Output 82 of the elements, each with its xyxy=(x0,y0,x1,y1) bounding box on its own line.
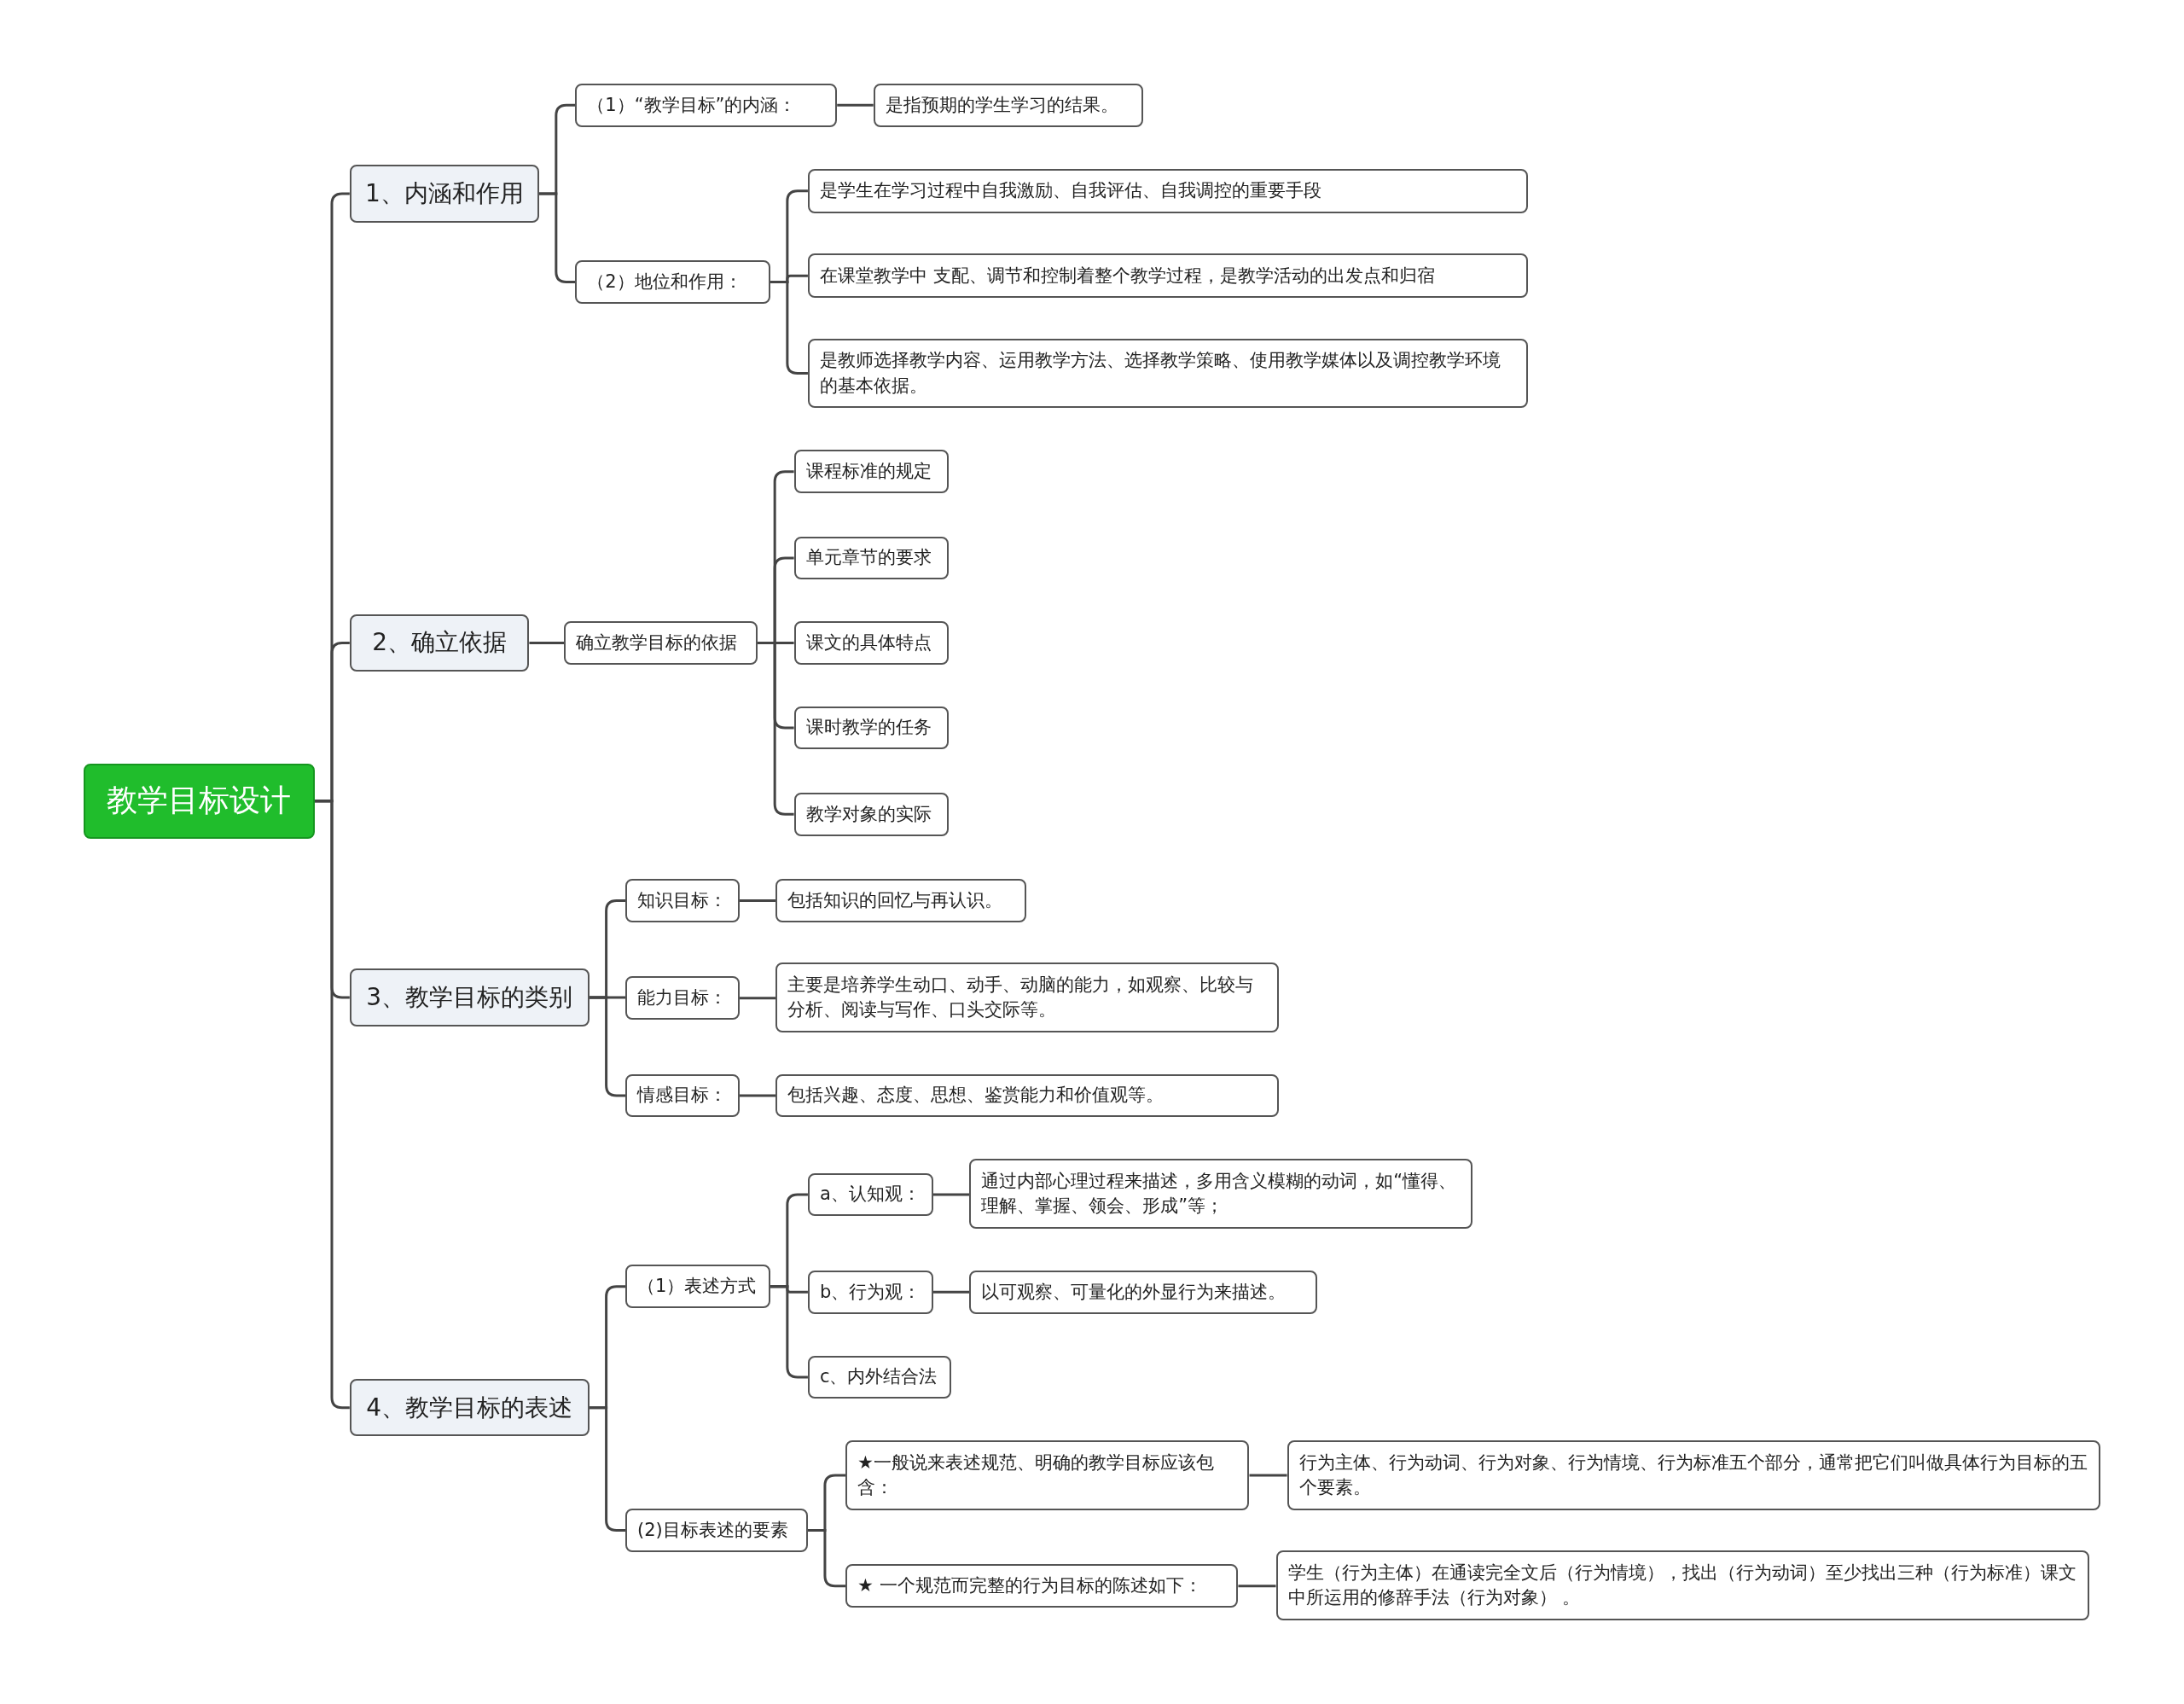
main-topic xyxy=(349,1379,590,1437)
subtopic-text: ★ 一个规范而完整的行为目标的陈述如下： xyxy=(857,1574,1202,1598)
subtopic-box xyxy=(807,1172,933,1217)
subtopic-box xyxy=(845,1564,1239,1608)
subtopic-text: 情感目标： xyxy=(637,1084,728,1108)
subtopic-text: (2)目标表述的要素 xyxy=(637,1518,788,1542)
connector-line xyxy=(932,1290,970,1294)
subtopic-box xyxy=(625,1265,770,1309)
connector-line xyxy=(932,1193,970,1196)
main-topic-text: 3、教学目标的类别 xyxy=(366,981,573,1013)
subtopic-box xyxy=(575,260,770,304)
main-topic-text: 2、确立依据 xyxy=(372,627,507,659)
connector-line xyxy=(770,1285,808,1379)
subtopic-box xyxy=(625,879,740,922)
subtopic-box xyxy=(625,1073,740,1118)
subtopic-text: 教学对象的实际 xyxy=(805,802,932,826)
connector-line xyxy=(739,899,776,902)
subtopic-box xyxy=(793,536,949,580)
subtopic-text: 通过内部心理过程来描述，多用含义模糊的动词，如“懂得、理解、掌握、领会、形成”等； xyxy=(981,1169,1458,1218)
connector-line xyxy=(758,641,794,816)
subtopic-box xyxy=(625,976,740,1021)
subtopic-box xyxy=(845,1440,1250,1510)
connector-line xyxy=(1238,1585,1276,1588)
subtopic-box xyxy=(793,706,949,750)
subtopic-text: b、行为观： xyxy=(819,1280,921,1304)
subtopic-text: ★一般说来表述规范、明确的教学目标应该包含： xyxy=(857,1451,1215,1499)
subtopic-box xyxy=(775,1073,1279,1118)
subtopic-box xyxy=(564,621,758,665)
main-topic xyxy=(349,614,530,672)
subtopic-text: 包括知识的回忆与再认识。 xyxy=(787,888,1003,912)
subtopic-box xyxy=(807,1355,952,1399)
subtopic-text: 是教师选择教学内容、运用教学方法、选择教学策略、使用教学媒体以及调控教学环境的基本依据。 xyxy=(819,349,1502,398)
subtopic-box xyxy=(807,168,1528,213)
subtopic-text: c、内外结合法 xyxy=(819,1365,938,1389)
subtopic-box xyxy=(807,253,1528,299)
subtopic-text: 课文的具体特点 xyxy=(805,631,932,654)
subtopic-box xyxy=(793,792,949,836)
connector-line xyxy=(589,996,626,1097)
main-topic-text: 4、教学目标的表述 xyxy=(366,1392,573,1423)
subtopic-text: （1）“教学目标”的内涵： xyxy=(587,93,797,117)
subtopic-box xyxy=(775,879,1027,922)
subtopic-text: 课程标准的规定 xyxy=(805,459,932,483)
subtopic-text: （2）地位和作用： xyxy=(587,270,742,294)
subtopic-text: 在课堂教学中 支配、调节和控制着整个教学过程，是教学活动的出发点和归宿 xyxy=(819,264,1435,288)
main-topic xyxy=(349,164,539,224)
subtopic-text: 是学生在学习过程中自我激励、自我评估、自我调控的重要手段 xyxy=(819,178,1321,202)
subtopic-text: 行为主体、行为动词、行为对象、行为情境、行为标准五个部分，通常把它们叫做具体行为目标的五个要素。 xyxy=(1298,1451,2088,1499)
connector-line xyxy=(837,103,874,107)
subtopic-box xyxy=(793,621,949,665)
subtopic-text: （1）表述方式 xyxy=(637,1275,757,1299)
connector-line xyxy=(1249,1474,1287,1477)
central-topic-text: 教学目标设计 xyxy=(107,782,292,820)
subtopic-box xyxy=(775,962,1279,1032)
subtopic-box xyxy=(1287,1440,2101,1510)
subtopic-box xyxy=(625,1509,808,1552)
subtopic-text: 能力目标： xyxy=(637,986,728,1010)
subtopic-text: 课时教学的任务 xyxy=(805,716,932,740)
connector-line xyxy=(739,1094,776,1097)
subtopic-text: 主要是培养学生动口、动手、动脑的能力，如观察、比较与分析、阅读与写作、口头交际等。 xyxy=(787,973,1255,1021)
connector-line xyxy=(739,997,776,1000)
subtopic-text: a、认知观： xyxy=(819,1183,921,1207)
subtopic-box xyxy=(969,1159,1472,1229)
subtopic-text: 包括兴趣、态度、思想、鉴赏能力和价值观等。 xyxy=(787,1084,1165,1108)
main-topic xyxy=(349,968,590,1027)
subtopic-text: 单元章节的要求 xyxy=(805,546,932,570)
subtopic-text: 确立教学目标的依据 xyxy=(576,631,738,654)
subtopic-text: 学生（行为主体）在通读完全文后（行为情境），找出（行为动词）至少找出三种（行为标准）课文中所运用的修辞手法（行为对象） 。 xyxy=(1287,1561,2077,1609)
subtopic-box xyxy=(807,338,1528,409)
connector-line xyxy=(529,641,565,644)
subtopic-box xyxy=(1275,1550,2089,1620)
subtopic-box xyxy=(807,1270,933,1314)
central-topic xyxy=(83,763,315,839)
subtopic-text: 是指预期的学生学习的结果。 xyxy=(885,93,1118,117)
connector-line xyxy=(589,1406,626,1532)
subtopic-box xyxy=(969,1270,1318,1314)
main-topic-text: 1、内涵和作用 xyxy=(364,177,524,209)
subtopic-box xyxy=(793,450,949,493)
connector-line xyxy=(538,192,576,284)
subtopic-text: 知识目标： xyxy=(637,888,728,912)
subtopic-box xyxy=(575,83,838,127)
subtopic-text: 以可观察、可量化的外显行为来描述。 xyxy=(981,1280,1287,1304)
subtopic-box xyxy=(873,83,1144,127)
